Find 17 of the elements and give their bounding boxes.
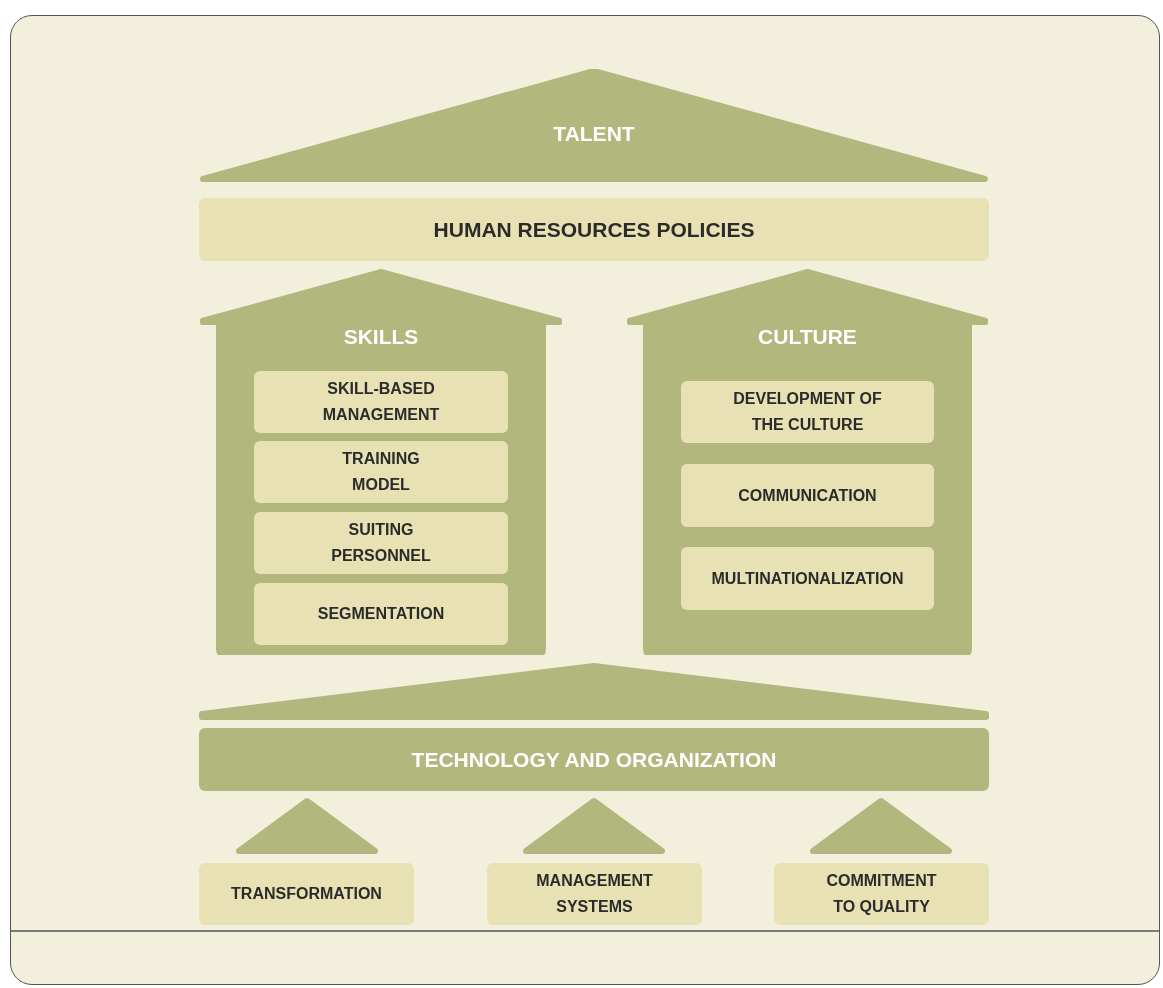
policy-band: HUMAN RESOURCES POLICIES	[199, 198, 989, 261]
text-box: DEVELOPMENT OF THE CULTURE	[681, 381, 934, 443]
text-box: MULTINATIONALIZATION	[681, 547, 934, 610]
pillar-shape	[626, 269, 989, 655]
text-box: SEGMENTATION	[254, 583, 508, 645]
pillar-shape	[199, 269, 563, 655]
text-box: SKILL-BASED MANAGEMENT	[254, 371, 508, 433]
foundation-band: TECHNOLOGY AND ORGANIZATION	[199, 728, 989, 791]
pillar-heading: SKILLS	[342, 325, 420, 349]
text-box: COMMUNICATION	[681, 464, 934, 527]
roof-shape: TALENT	[199, 69, 989, 183]
text-box: COMMITMENT TO QUALITY	[774, 863, 989, 925]
pillar-heading: CULTURE	[757, 325, 858, 349]
text-box: SUITING PERSONNEL	[254, 512, 508, 574]
text-box: TRAINING MODEL	[254, 441, 508, 503]
text-box: MANAGEMENT SYSTEMS	[487, 863, 702, 925]
text-box: TRANSFORMATION	[199, 863, 414, 925]
